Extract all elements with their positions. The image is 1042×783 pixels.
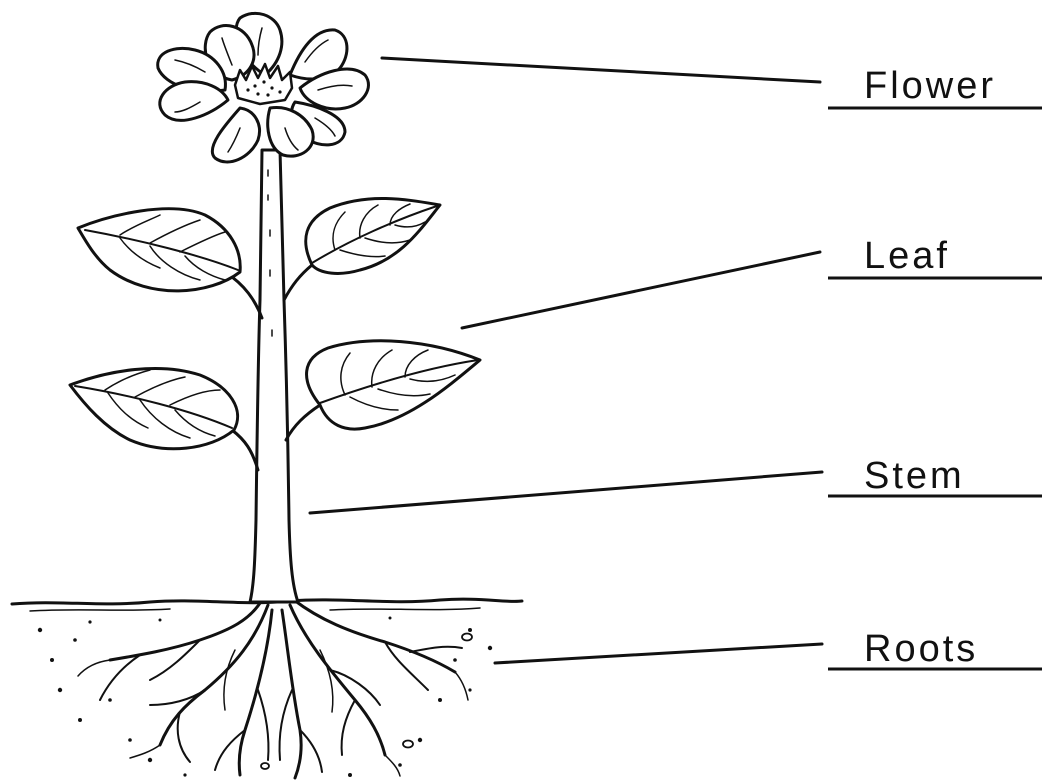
leaf-lower-right [307, 341, 480, 429]
leader-line-roots [495, 644, 822, 663]
label-flower: Flower [864, 65, 996, 107]
leaf-upper-right [306, 199, 440, 274]
stem-body [250, 150, 298, 602]
label-underlines [828, 108, 1042, 669]
roots-drawing [78, 600, 468, 778]
label-leaf: Leaf [864, 235, 950, 277]
leader-line-stem [310, 472, 822, 513]
soil-specks [38, 617, 492, 778]
soil [12, 599, 522, 777]
label-roots: Roots [864, 628, 978, 670]
leader-line-leaf [462, 252, 820, 328]
flower-drawing [158, 13, 369, 162]
leaf-lower-left [70, 368, 238, 448]
leaf-upper-left [78, 209, 240, 291]
leader-line-flower [382, 58, 820, 82]
label-stem: Stem [864, 455, 965, 497]
